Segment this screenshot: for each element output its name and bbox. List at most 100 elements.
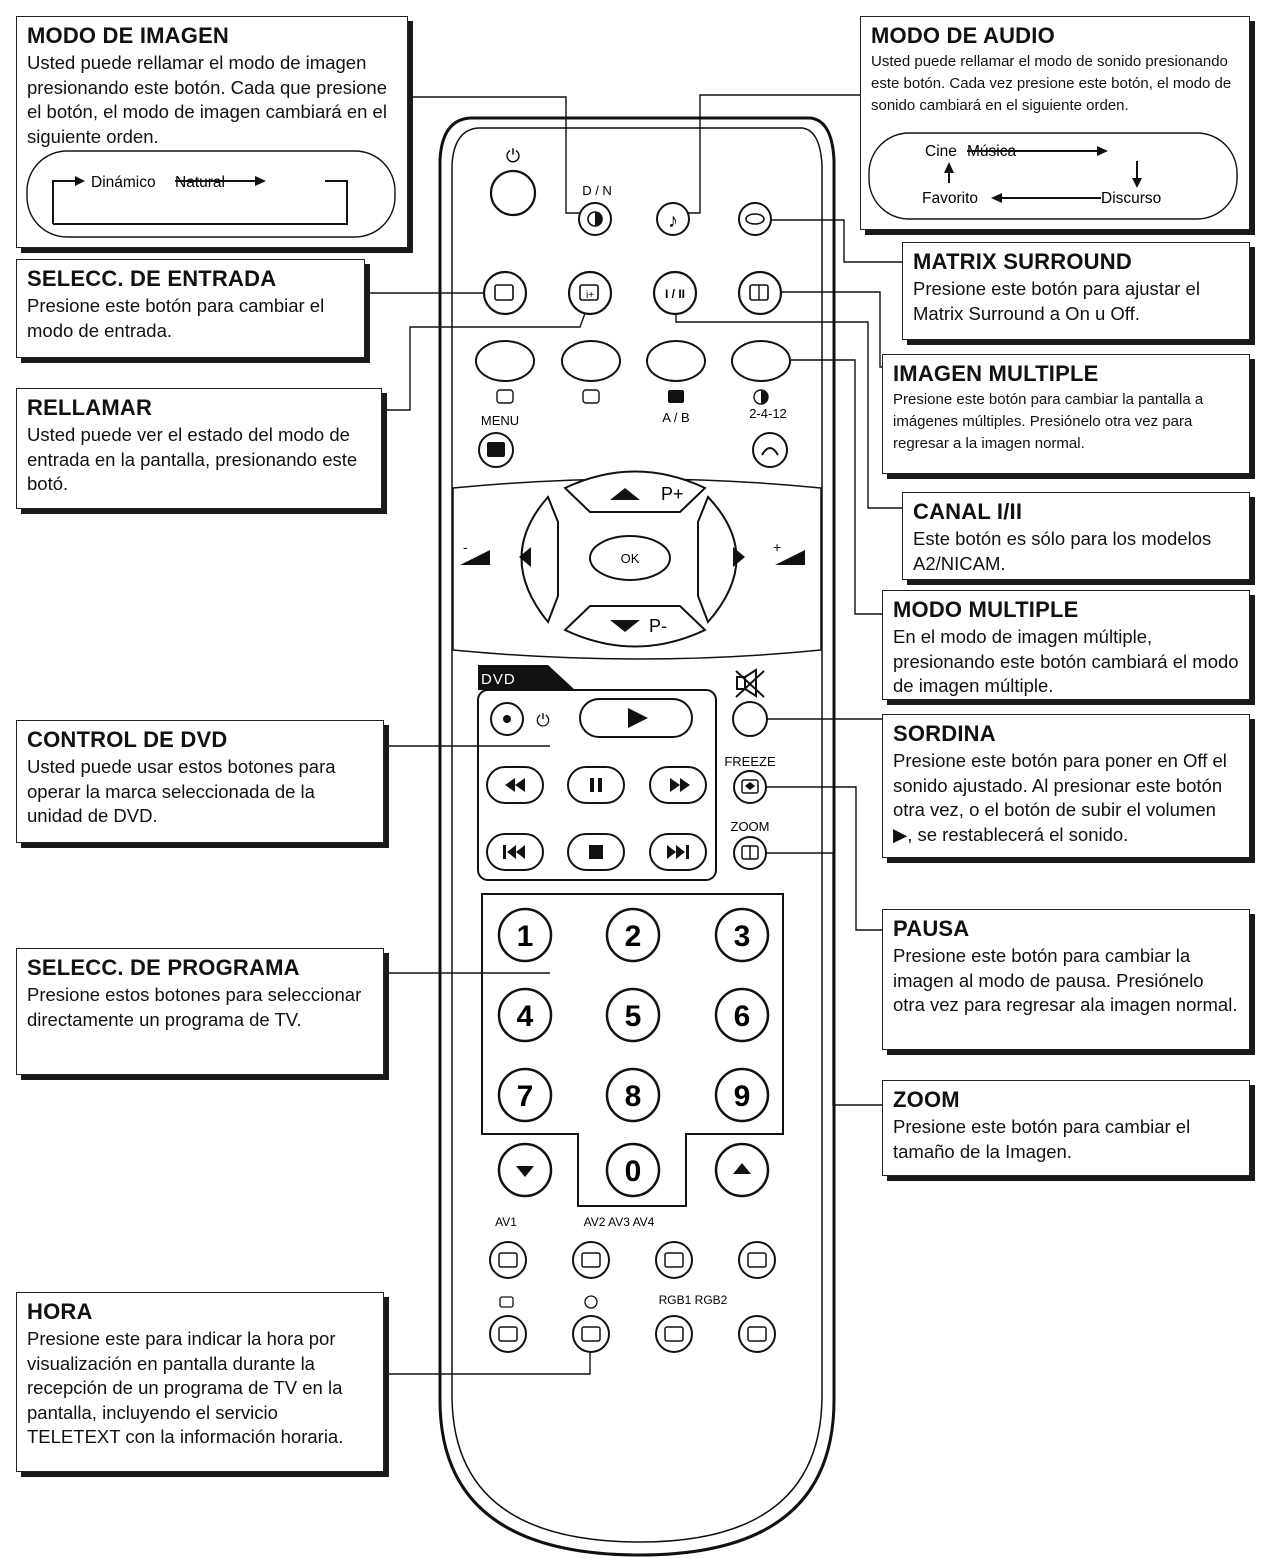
callout-entrada: SELECC. DE ENTRADA Presione este botón p… <box>16 259 365 358</box>
zoom-label: ZOOM <box>731 819 770 834</box>
callout-title: MATRIX SURROUND <box>913 249 1132 274</box>
callout-title: PAUSA <box>893 916 970 941</box>
callout-text: Usted puede rellamar el modo de imagen p… <box>27 52 387 147</box>
green-key[interactable] <box>561 340 621 382</box>
callout-text: Presione este para indicar la hora por v… <box>27 1328 344 1447</box>
dvd-stop-button[interactable] <box>567 833 625 871</box>
channel-down-button[interactable] <box>497 1142 553 1198</box>
blue-key[interactable] <box>731 340 791 382</box>
svg-text:Discurso: Discurso <box>1101 190 1161 207</box>
svg-text:i+: i+ <box>586 290 594 301</box>
program-down-button[interactable]: P- <box>563 605 707 648</box>
volume-minus-label: - <box>463 539 468 555</box>
svg-text:Favorito: Favorito <box>922 190 978 207</box>
ok-button[interactable]: OK <box>589 535 671 581</box>
picture-mode-sequence: Dinámico Natural <box>26 150 396 238</box>
digit-2-button[interactable]: 2 <box>605 907 661 963</box>
teletext-small-icon <box>499 1296 514 1308</box>
freeze-label: FREEZE <box>724 754 776 769</box>
volume-down-button[interactable] <box>519 495 559 624</box>
callout-sordina: SORDINA Presione este botón para poner e… <box>882 714 1250 858</box>
time-button[interactable] <box>572 1315 610 1353</box>
dvd-power-button[interactable]: ⏻ <box>490 702 550 736</box>
callout-imagen-multiple: IMAGEN MULTIPLE Presione este botón para… <box>882 354 1250 474</box>
dvd-pause-button[interactable] <box>567 766 625 804</box>
subtitle-icon <box>582 389 600 404</box>
input-select-button[interactable] <box>482 270 528 316</box>
yellow-key[interactable] <box>646 340 706 382</box>
av4-button[interactable] <box>738 1241 776 1279</box>
leader-lines <box>365 94 905 1375</box>
volume-plus-label: + <box>773 539 781 555</box>
dvd-next-button[interactable] <box>649 833 707 871</box>
callout-hora: HORA Presione este para indicar la hora … <box>16 1292 384 1472</box>
callout-matrix: MATRIX SURROUND Presione este botón para… <box>902 242 1250 340</box>
program-up-button[interactable]: P+ <box>563 470 707 513</box>
svg-text:Natural: Natural <box>175 174 225 191</box>
callout-pausa: PAUSA Presione este botón para cambiar l… <box>882 909 1250 1050</box>
callout-title: MODO DE IMAGEN <box>27 23 230 48</box>
teletext-button[interactable] <box>489 1315 527 1353</box>
callout-text: Presione este botón para cambiar la imag… <box>893 945 1238 1015</box>
power-button[interactable]: ⏻ <box>489 146 537 217</box>
callout-text: En el modo de imagen múltiple, presionan… <box>893 626 1239 696</box>
dvd-previous-button[interactable] <box>486 833 544 871</box>
svg-text:⏻: ⏻ <box>506 146 520 166</box>
mute-button[interactable] <box>732 701 768 737</box>
recall-button[interactable]: i+ <box>567 270 613 316</box>
red-key[interactable] <box>475 340 535 382</box>
digit-label: 0 <box>625 1155 642 1188</box>
digit-9-button[interactable]: 9 <box>714 1067 770 1123</box>
digit-0-button[interactable]: 0 <box>605 1142 661 1198</box>
callout-zoom: ZOOM Presione este botón para cambiar el… <box>882 1080 1250 1176</box>
callout-title: MODO DE AUDIO <box>871 23 1055 48</box>
digit-1-button[interactable]: 1 <box>497 907 553 963</box>
rgb2-button[interactable] <box>738 1315 776 1353</box>
channel-up-button[interactable] <box>714 1142 770 1198</box>
svg-text:OK: OK <box>621 551 640 566</box>
volume-minus-icon <box>460 550 490 565</box>
callout-text: Usted puede usar estos botones para oper… <box>27 756 336 826</box>
dvd-play-button[interactable] <box>579 698 693 738</box>
digit-5-button[interactable]: 5 <box>605 987 661 1043</box>
callout-modo-multiple: MODO MULTIPLE En el modo de imagen múlti… <box>882 590 1250 700</box>
callout-text: Este botón es sólo para los modelos A2/N… <box>913 528 1212 574</box>
digit-6-button[interactable]: 6 <box>714 987 770 1043</box>
audio-mode-button[interactable]: ♪ <box>656 202 690 236</box>
channel-i-ii-button[interactable]: I / II <box>652 270 698 316</box>
dvd-forward-button[interactable] <box>649 766 707 804</box>
callout-modo-audio: MODO DE AUDIO Usted puede rellamar el mo… <box>860 16 1250 230</box>
callout-rellamar: RELLAMAR Usted puede ver el estado del m… <box>16 388 382 509</box>
digit-label: 3 <box>734 920 751 953</box>
callout-title: ZOOM <box>893 1087 960 1112</box>
digit-8-button[interactable]: 8 <box>605 1067 661 1123</box>
remote-body-inner <box>451 127 823 1543</box>
av234-label: AV2 AV3 AV4 <box>584 1215 655 1229</box>
svg-text:♪: ♪ <box>668 210 678 232</box>
picture-mode-button[interactable] <box>578 202 612 236</box>
rgb1-button[interactable] <box>655 1315 693 1353</box>
svg-text:Dinámico: Dinámico <box>91 174 156 191</box>
volume-up-button[interactable] <box>697 495 745 624</box>
dvd-tab-label: DVD <box>481 671 516 688</box>
callout-dvd: CONTROL DE DVD Usted puede usar estos bo… <box>16 720 384 843</box>
av2-button[interactable] <box>572 1241 610 1279</box>
callout-text: Presione este botón para ajustar el Matr… <box>913 278 1200 324</box>
av3-button[interactable] <box>655 1241 693 1279</box>
freeze-button[interactable] <box>733 770 767 804</box>
matrix-surround-button[interactable] <box>738 202 772 236</box>
dvd-tab <box>478 665 575 690</box>
return-button[interactable] <box>752 432 788 468</box>
digit-4-button[interactable]: 4 <box>497 987 553 1043</box>
av1-button[interactable] <box>489 1241 527 1279</box>
multi-picture-button[interactable] <box>737 270 783 316</box>
digit-3-button[interactable]: 3 <box>714 907 770 963</box>
zoom-button[interactable] <box>733 836 767 870</box>
digit-7-button[interactable]: 7 <box>497 1067 553 1123</box>
menu-button[interactable] <box>478 432 514 468</box>
callout-text: Usted puede ver el estado del modo de en… <box>27 424 358 494</box>
dvd-rewind-button[interactable] <box>486 766 544 804</box>
rgb-label: RGB1 RGB2 <box>659 1293 728 1307</box>
